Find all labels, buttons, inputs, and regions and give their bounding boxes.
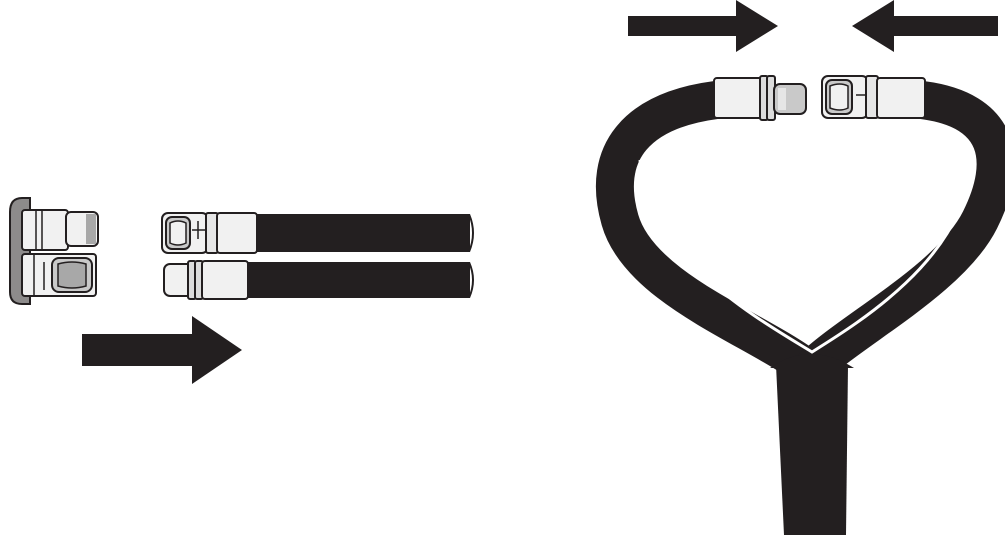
y-hose-male-connector — [714, 76, 806, 120]
twin-hose-connectors-icon — [162, 213, 474, 299]
y-hose-icon — [615, 76, 996, 535]
y-hose-female-connector — [822, 76, 925, 118]
bottom-hose — [164, 261, 474, 299]
plate-top-male-port — [22, 210, 98, 250]
dual-port-plate-icon — [10, 198, 98, 304]
converging-arrows-icon — [628, 0, 998, 52]
top-hose — [162, 213, 474, 253]
plate-bottom-female-port — [22, 254, 96, 296]
push-right-arrow-icon — [82, 316, 242, 384]
arrow-right-icon — [628, 0, 778, 52]
arrow-left-icon — [852, 0, 998, 52]
